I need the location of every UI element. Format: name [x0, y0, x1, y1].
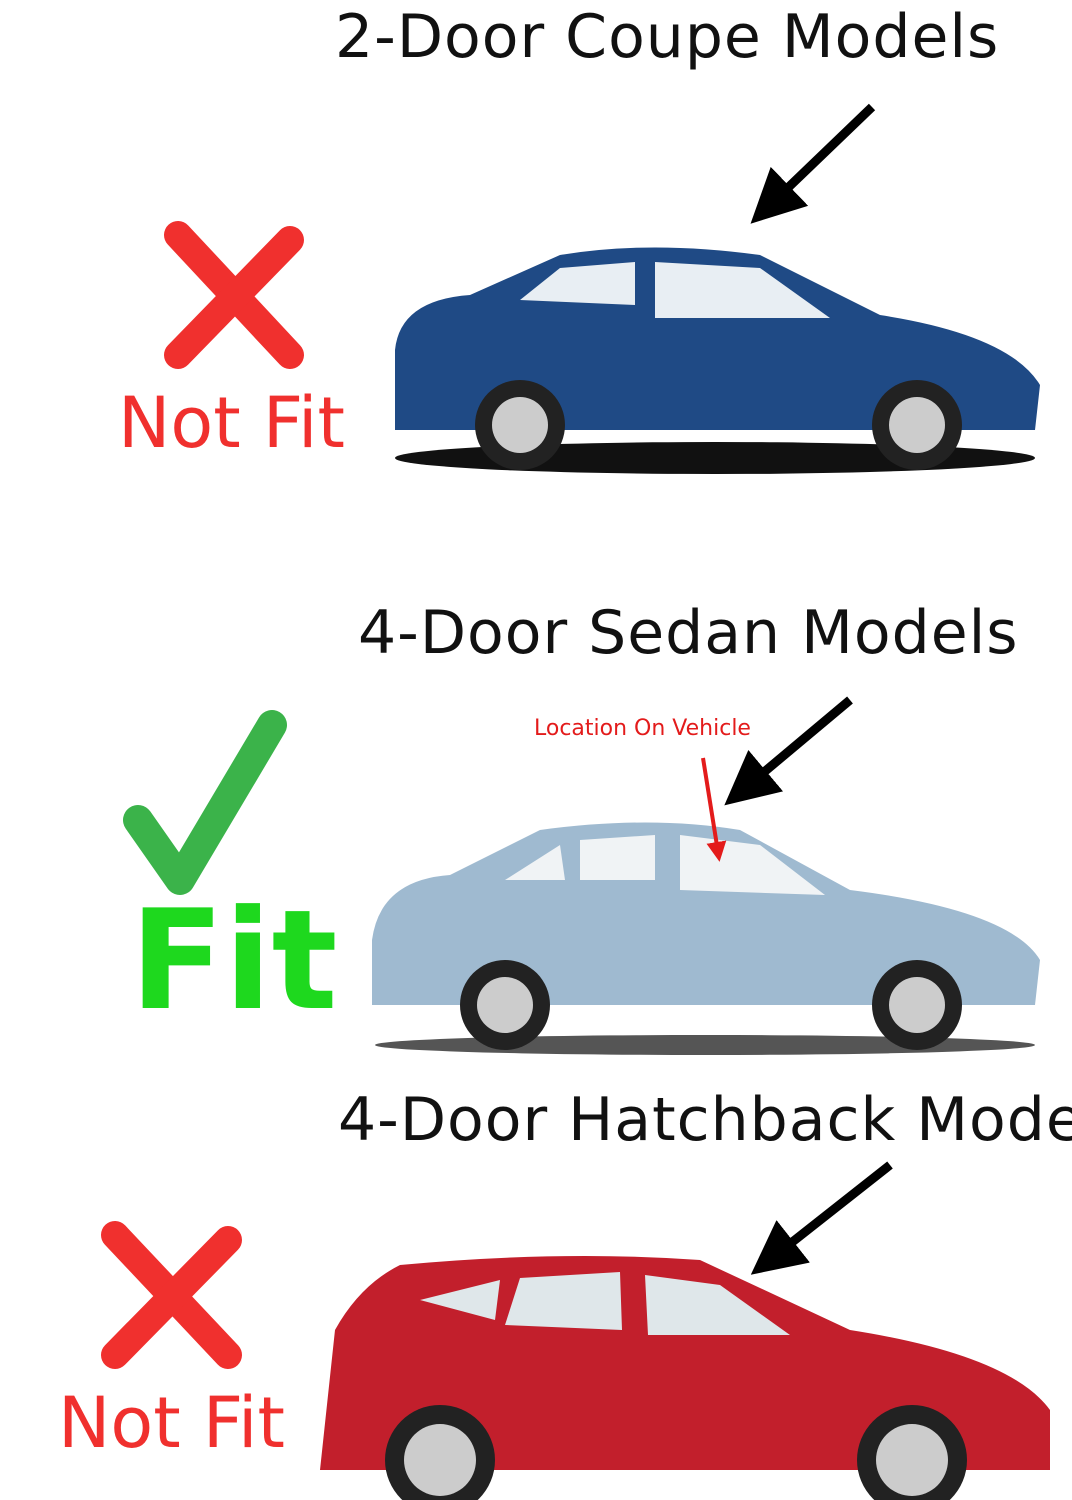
verdict-coupe: Not Fit: [118, 382, 345, 464]
hatchback-car-image: [320, 1256, 1050, 1500]
red-x-icon: [101, 1221, 242, 1369]
arrow-icon: [750, 1161, 893, 1275]
green-check-icon: [123, 710, 287, 895]
section-title-coupe: 2-Door Coupe Models: [335, 2, 1000, 72]
coupe-car-image: [395, 247, 1040, 474]
red-x-icon: [164, 221, 304, 369]
section-title-sedan: 4-Door Sedan Models: [358, 598, 1019, 668]
arrow-icon: [750, 103, 876, 224]
section-title-hatchback: 4-Door Hatchback Models: [338, 1085, 1072, 1155]
verdict-hatchback: Not Fit: [58, 1382, 285, 1464]
location-label: Location On Vehicle: [534, 716, 751, 741]
arrow-icon: [724, 696, 853, 806]
location-arrow-icon: [701, 757, 727, 862]
sedan-car-image: [372, 822, 1040, 1055]
verdict-sedan: Fit: [130, 880, 338, 1041]
